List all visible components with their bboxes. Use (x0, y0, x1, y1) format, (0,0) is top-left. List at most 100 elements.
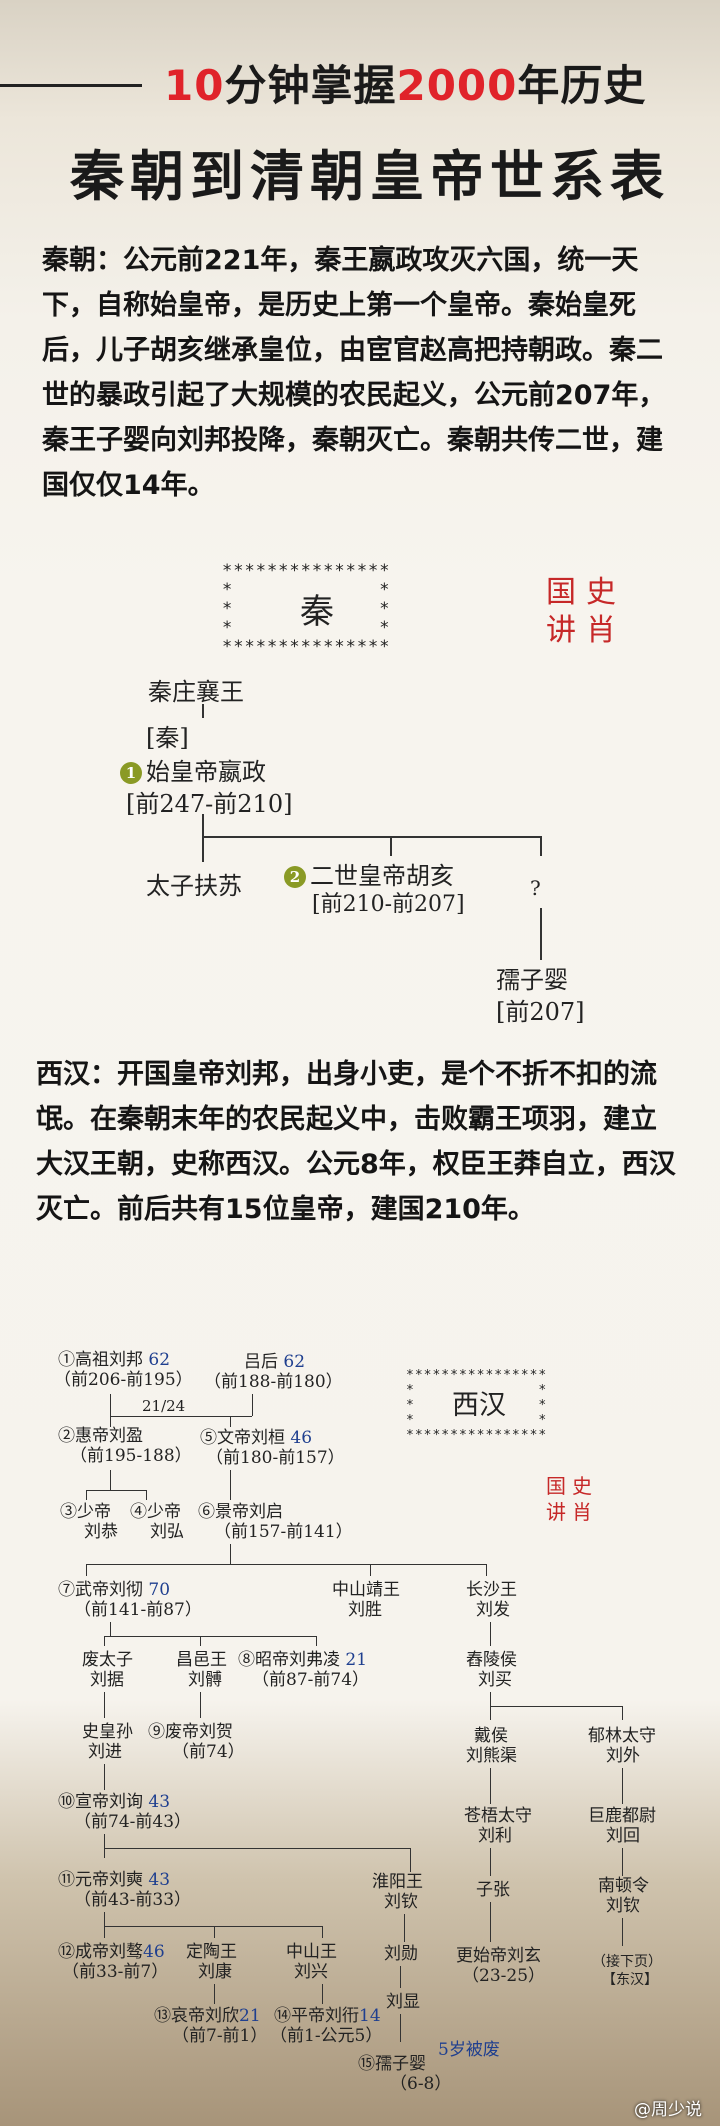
xihan-liumai: 刘买 (478, 1670, 512, 1690)
tree-line (200, 1636, 201, 1646)
xihan-liuli: 刘利 (478, 1826, 512, 1846)
qin-last-emperor-years: [前207] (496, 998, 585, 1026)
xihan-shaodi-2-name: 刘弘 (150, 1522, 184, 1542)
seal-char: 史 (572, 1474, 592, 1498)
tree-line (390, 836, 392, 856)
tree-line (370, 1564, 371, 1576)
seal-char: 讲 (546, 613, 576, 648)
title-text-2: 年历史 (517, 61, 647, 110)
tree-line (104, 1692, 105, 1718)
tree-line (86, 1490, 87, 1500)
tree-line (322, 1984, 323, 2004)
xihan-zhongshan-jingwang: 中山靖王 (332, 1580, 400, 1600)
title-number-2: 2000 (396, 61, 518, 110)
page-subtitle: 秦朝到清朝皇帝世系表 (70, 145, 670, 208)
xihan-liubo: 刘髆 (188, 1670, 222, 1690)
tree-line (252, 1394, 253, 1416)
tree-line (540, 908, 542, 960)
xihan-continued-note: （接下页） (592, 1954, 662, 1970)
xihan-wudi-years: （前141-前87） (74, 1600, 202, 1620)
xihan-liuhui: 刘回 (606, 1826, 640, 1846)
title-text-1: 分钟掌握 (224, 61, 397, 110)
xihan-zhongshan-wang: 中山王 (286, 1942, 337, 1962)
qin-title-box: *************** * * * * * * ************… (222, 561, 391, 657)
xihan-liujin: 刘进 (88, 1742, 122, 1762)
tree-line (104, 1848, 105, 1858)
xihan-shaodi-1-name: 刘恭 (84, 1522, 118, 1542)
qin-last-emperor: 孺子婴 (496, 966, 568, 994)
xihan-liuqin-2: 刘钦 (606, 1896, 640, 1916)
xihan-wudi: ⑦武帝刘彻 70 (58, 1580, 171, 1600)
xihan-feidi: ⑨废帝刘贺 (148, 1722, 233, 1742)
tree-line (202, 814, 204, 838)
xihan-yulin-taishou: 郁林太守 (588, 1726, 656, 1746)
xihan-nandun-ling: 南顿令 (598, 1876, 649, 1896)
xihan-liusheng: 刘胜 (348, 1600, 382, 1620)
xihan-lvhou: 吕后 62 (244, 1352, 306, 1372)
tree-line (622, 1768, 623, 1804)
tree-line (202, 836, 542, 838)
xihan-aidi: ⑬哀帝刘欣21 (154, 2006, 261, 2026)
xihan-aidi-years: （前7-前1） (172, 2026, 268, 2046)
xihan-box-title: 西汉 (452, 1390, 506, 1421)
xihan-gaozu: ①高祖刘邦 62 (58, 1350, 171, 1370)
xihan-gaozu-years: （前206-前195） (54, 1370, 193, 1390)
xihan-dingtao-wang: 定陶王 (186, 1942, 237, 1962)
xihan-pingdi: ⑭平帝刘衎14 (274, 2006, 381, 2026)
tree-line (104, 1636, 316, 1637)
seal-char: 国 (546, 575, 576, 610)
seal-char: 肖 (572, 1500, 592, 1524)
xihan-jingdi: ⑥景帝刘启 (198, 1502, 283, 1522)
xihan-chongling-hou: 舂陵侯 (466, 1650, 517, 1670)
tree-line (104, 1834, 105, 1848)
xihan-wendi: ⑤文帝刘桓 46 (200, 1428, 313, 1448)
xihan-zhaodi-years: （前87-前74） (252, 1670, 370, 1690)
xihan-wendi-years: （前180-前157） (206, 1448, 345, 1468)
seal-stamp-1: 国 史 讲 肖 (546, 565, 622, 648)
tree-line (404, 1914, 405, 1942)
tree-line (110, 1394, 111, 1416)
tree-line (622, 1706, 623, 1720)
xihan-title-box: **************** * * * * * * ***********… (406, 1368, 548, 1443)
xihan-shaodi-2: ④少帝 (130, 1502, 181, 1522)
xihan-liuju: 刘据 (90, 1670, 124, 1690)
tree-line (110, 1416, 252, 1417)
xihan-cangwu-taishou: 苍梧太守 (464, 1806, 532, 1826)
tree-line (400, 1966, 401, 1988)
tree-line (490, 1706, 622, 1707)
qin-box-title: 秦 (300, 592, 334, 632)
tree-line (214, 1984, 215, 2004)
xihan-liuxun: 刘勋 (384, 1944, 418, 1964)
xihan-changsha-wang: 长沙王 (466, 1580, 517, 1600)
tree-line (490, 1768, 491, 1804)
qin-description: 秦朝：公元前221年，秦王嬴政攻灭六国，统一天下，自称始皇帝，是历史上第一个皇帝… (42, 245, 666, 501)
xihan-donghan-note: 【东汉】 (602, 1972, 658, 1988)
tree-line (110, 1417, 111, 1427)
tree-line (490, 1692, 491, 1706)
tree-line (104, 1912, 105, 1926)
tree-line (622, 1848, 623, 1876)
xihan-chengdi: ⑫成帝刘骜46 (58, 1942, 165, 1962)
xihan-description: 西汉：开国皇帝刘邦，出身小吏，是个不折不扣的流氓。在秦朝末年的农民起义中，击败霸… (36, 1059, 676, 1225)
tree-line (230, 1470, 231, 1500)
tree-line (316, 1636, 317, 1646)
tree-line (490, 1848, 491, 1876)
xihan-shaodi-1: ③少帝 (60, 1502, 111, 1522)
xihan-pingdi-years: （前1-公元5） (270, 2026, 383, 2046)
seal-stamp-2: 国 史 讲 肖 (546, 1470, 596, 1524)
tree-line (86, 1564, 486, 1565)
xihan-liuqin-1: 刘钦 (384, 1892, 418, 1912)
xihan-huaiyang-wang: 淮阳王 (372, 1872, 423, 1892)
xihan-yuandi-years: （前43-前33） (74, 1890, 192, 1910)
xihan-gengshi-years: （23-25） (462, 1966, 546, 1986)
header-title: 10分钟掌握2000年历史 (164, 52, 646, 113)
tree-line (104, 1926, 322, 1927)
xihan-changyi-wang: 昌邑王 (176, 1650, 227, 1670)
xihan-daihou: 戴侯 (474, 1726, 508, 1746)
number-badge-2: 2 (284, 866, 306, 888)
xihan-xuandi: ⑩宣帝刘询 43 (58, 1792, 171, 1812)
title-number-1: 10 (164, 61, 225, 110)
qin-ancestor: 秦庄襄王 (148, 678, 244, 706)
xihan-xuandi-years: （前74-前43） (74, 1812, 192, 1832)
qin-unknown-parent: ? (530, 876, 541, 900)
